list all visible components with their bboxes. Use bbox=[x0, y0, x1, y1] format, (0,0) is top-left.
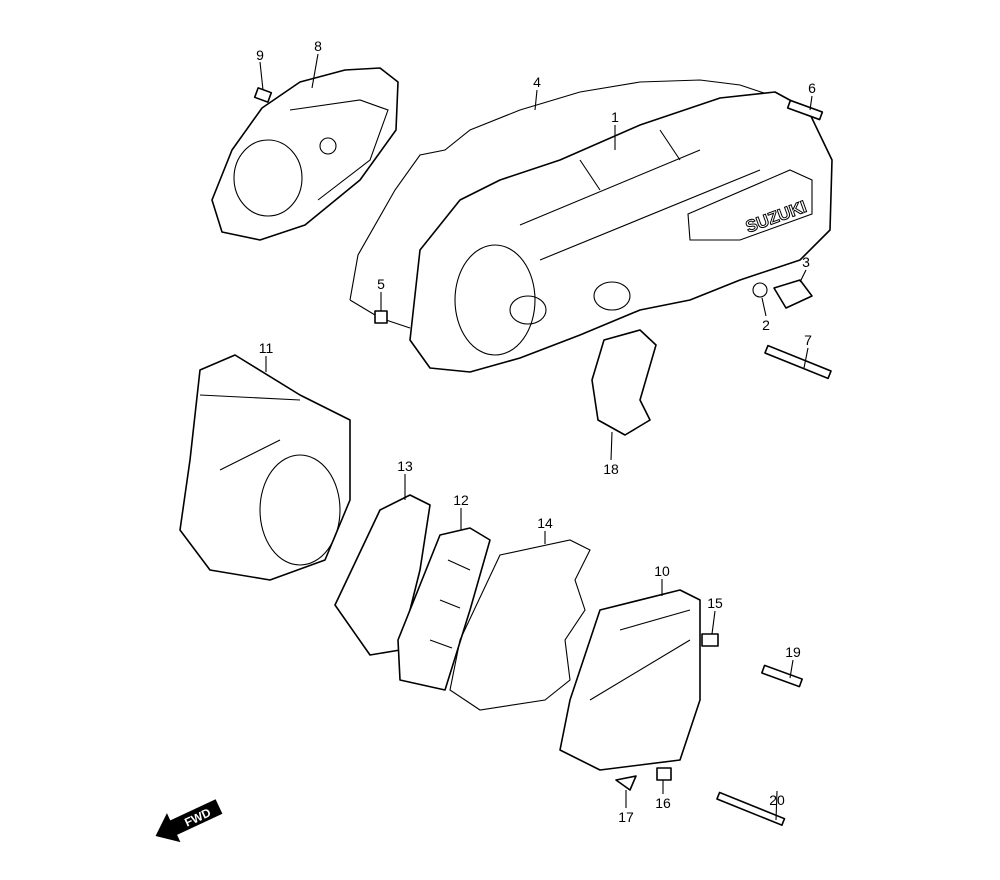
part-5-dowel[interactable] bbox=[374, 310, 388, 324]
part-1-crankcase-cover[interactable]: SUZUKI bbox=[409, 91, 833, 373]
part-6-bolt[interactable] bbox=[786, 99, 824, 121]
label-12: 12 bbox=[453, 492, 469, 508]
leader-lines bbox=[259, 53, 813, 821]
label-11: 11 bbox=[259, 340, 274, 356]
part-19-bolt[interactable] bbox=[761, 664, 803, 688]
part-16-collar[interactable] bbox=[656, 767, 672, 781]
label-8: 8 bbox=[314, 38, 322, 54]
part-8-plate[interactable] bbox=[211, 67, 399, 241]
label-13: 13 bbox=[397, 458, 413, 474]
part-20-bolt[interactable] bbox=[716, 791, 786, 826]
part-14-gasket[interactable] bbox=[449, 539, 591, 711]
label-2: 2 bbox=[762, 317, 770, 333]
label-1: 1 bbox=[611, 109, 619, 125]
label-7: 7 bbox=[804, 332, 812, 348]
part-7-bolt[interactable] bbox=[764, 344, 832, 380]
part-10-cover[interactable] bbox=[559, 589, 701, 771]
label-6: 6 bbox=[808, 80, 816, 96]
label-20: 20 bbox=[769, 792, 785, 808]
part-9-bolt[interactable] bbox=[253, 87, 273, 103]
label-9: 9 bbox=[256, 47, 264, 63]
part-2-clip[interactable] bbox=[752, 282, 768, 298]
part-18-seal[interactable] bbox=[591, 329, 657, 436]
fwd-arrow-icon: FWD bbox=[155, 799, 223, 843]
label-4: 4 bbox=[533, 74, 541, 90]
part-11-duct[interactable] bbox=[179, 354, 351, 581]
label-5: 5 bbox=[377, 276, 385, 292]
label-3: 3 bbox=[802, 254, 810, 270]
label-19: 19 bbox=[785, 644, 801, 660]
part-17-screw[interactable] bbox=[615, 775, 637, 791]
part-labels: 9 8 4 1 6 3 2 5 7 11 18 13 12 14 10 15 1… bbox=[256, 38, 816, 825]
label-18: 18 bbox=[603, 461, 619, 477]
label-15: 15 bbox=[707, 595, 723, 611]
part-15-collar[interactable] bbox=[701, 633, 719, 647]
label-16: 16 bbox=[655, 795, 671, 811]
label-17: 17 bbox=[618, 809, 634, 825]
label-10: 10 bbox=[654, 563, 670, 579]
part-3-plug[interactable] bbox=[773, 279, 813, 309]
fwd-label: FWD bbox=[182, 805, 213, 829]
label-14: 14 bbox=[537, 515, 553, 531]
